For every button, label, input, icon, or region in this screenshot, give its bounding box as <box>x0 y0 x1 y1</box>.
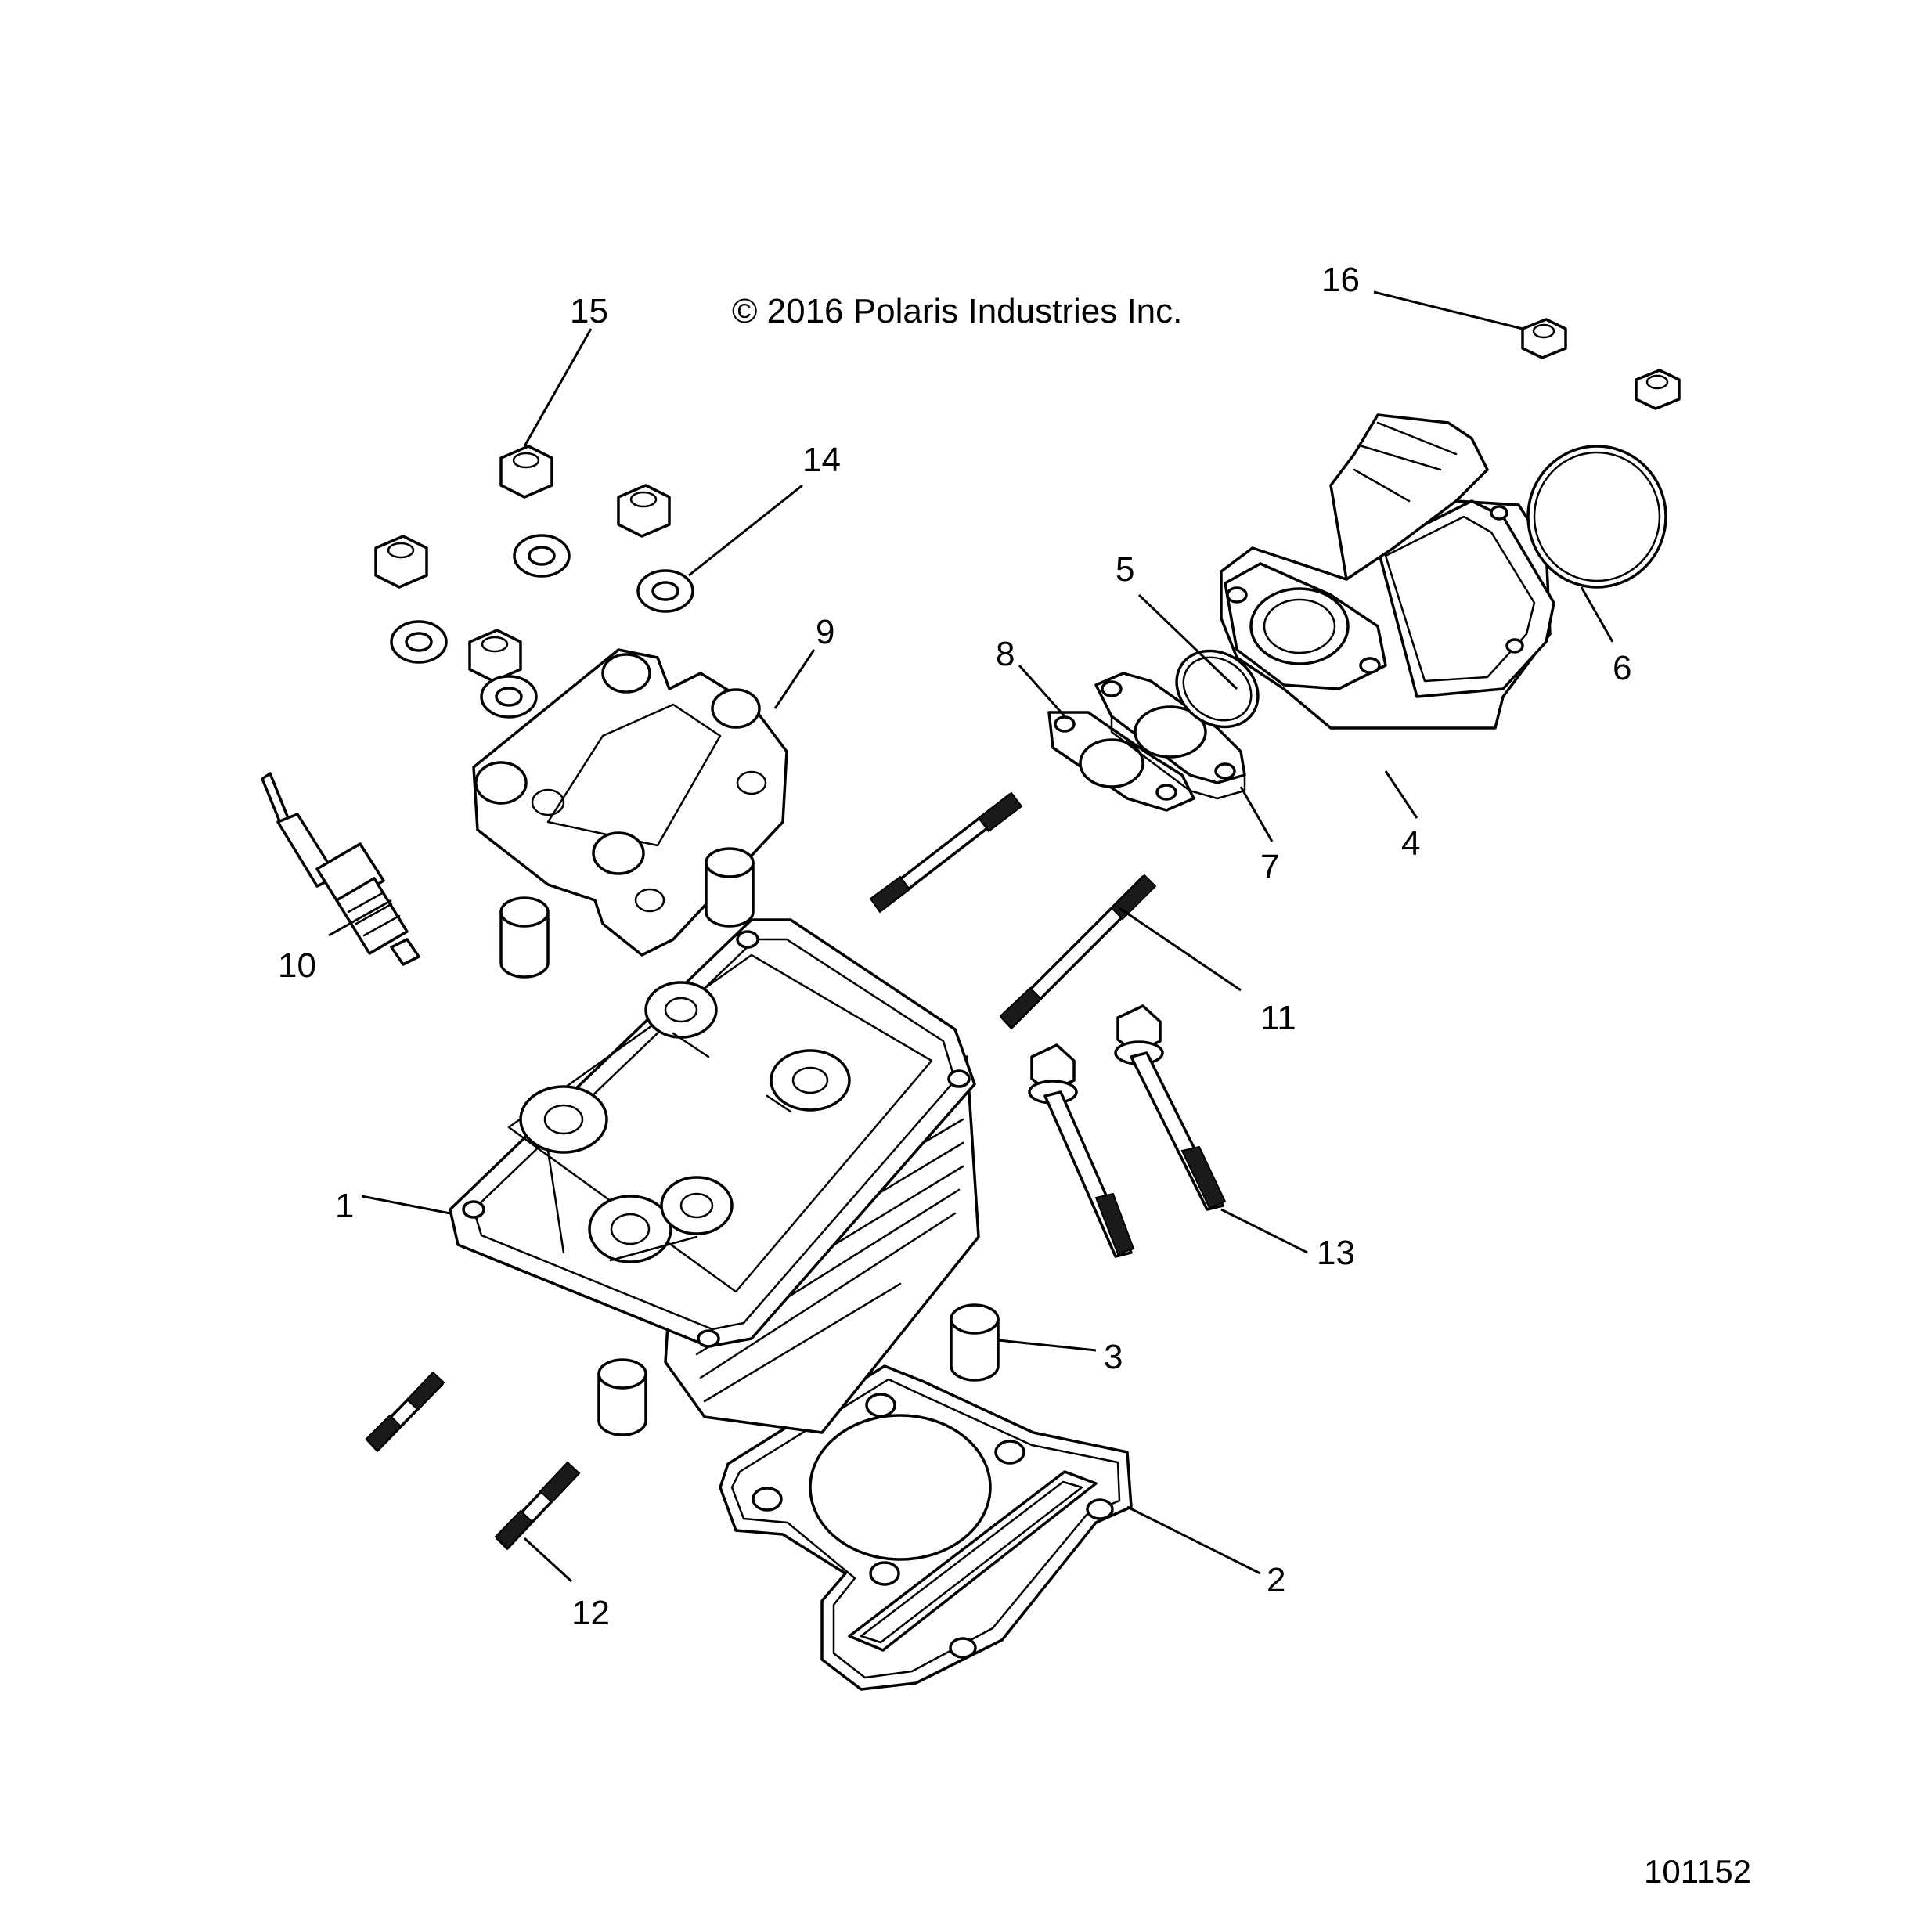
callout-labels: 1 2 3 4 5 6 7 8 9 10 11 12 13 14 15 16 <box>278 261 1631 1632</box>
o-ring <box>1175 649 1260 729</box>
callout-9: 9 <box>816 613 834 651</box>
callout-10: 10 <box>278 946 316 985</box>
nut <box>468 629 522 683</box>
flange-nut <box>1521 318 1567 359</box>
large-o-ring <box>1526 445 1667 589</box>
washer <box>513 534 571 578</box>
flange-nut <box>1635 369 1681 410</box>
callout-16: 16 <box>1321 261 1360 299</box>
flange-bolt <box>1028 1043 1135 1258</box>
figure-id: 101152 <box>1644 1853 1751 1890</box>
callout-7: 7 <box>1260 848 1279 886</box>
washer <box>636 569 694 613</box>
leader-lines <box>328 290 1614 1583</box>
callout-6: 6 <box>1613 649 1631 687</box>
callout-12: 12 <box>571 1594 610 1632</box>
callout-13: 13 <box>1317 1234 1355 1272</box>
intake-manifold <box>1220 413 1555 730</box>
long-stud <box>999 874 1157 1029</box>
long-stud <box>869 791 1023 914</box>
dowel-pin <box>950 1303 1000 1382</box>
callout-15: 15 <box>570 292 608 330</box>
washer <box>390 620 448 664</box>
dowel-pin <box>705 847 755 928</box>
head-gasket <box>719 1364 1133 1691</box>
copyright-text: © 2016 Polaris Industries Inc. <box>732 292 1182 330</box>
washer <box>480 675 538 719</box>
dowel-pin <box>597 1358 647 1436</box>
intake-gasket <box>1047 711 1195 812</box>
cylinder-head <box>449 918 980 1434</box>
flange-bolt <box>1114 1004 1227 1211</box>
callout-1: 1 <box>335 1187 354 1225</box>
insulator-spacer <box>1094 672 1246 800</box>
short-stud <box>365 1371 445 1452</box>
callout-8: 8 <box>996 635 1015 673</box>
callout-3: 3 <box>1104 1338 1123 1376</box>
short-stud <box>494 1461 581 1550</box>
callout-14: 14 <box>802 441 841 479</box>
spark-plug <box>261 772 420 966</box>
callout-11: 11 <box>1260 999 1296 1037</box>
callout-2: 2 <box>1267 1561 1285 1599</box>
nut <box>499 445 553 499</box>
dowel-pin <box>499 896 550 979</box>
nut <box>374 535 428 589</box>
callout-4: 4 <box>1401 824 1420 863</box>
callout-5: 5 <box>1116 550 1134 589</box>
nut <box>617 484 671 538</box>
